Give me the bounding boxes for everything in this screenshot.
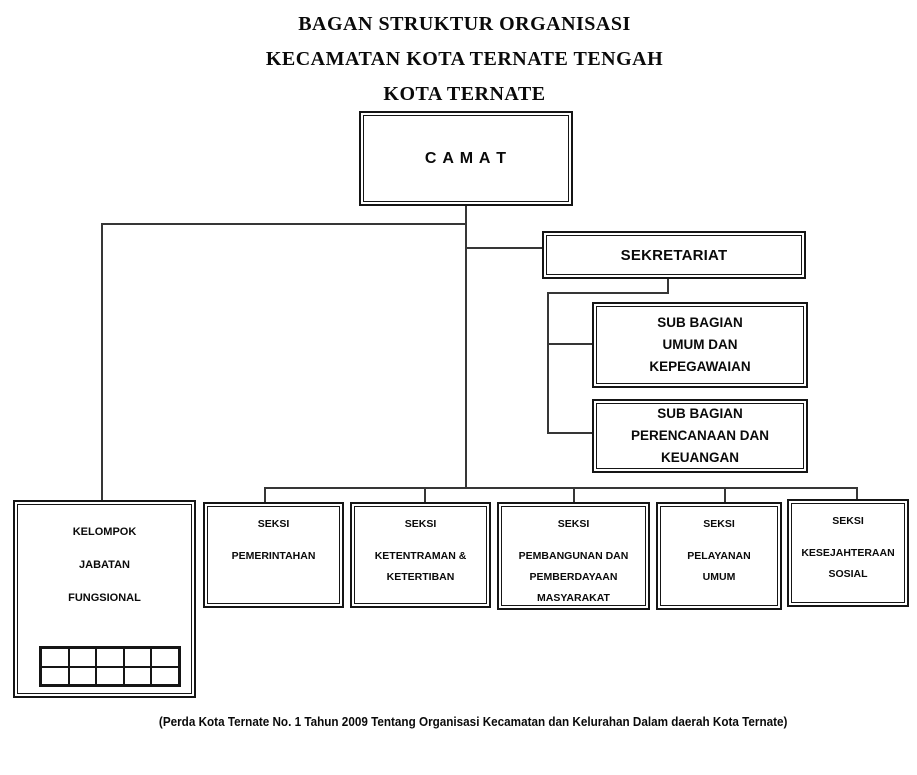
- fungsional-grid: [39, 646, 181, 687]
- node-seksi-pembangunan: SEKSI PEMBANGUNAN DAN PEMBERDAYAAN MASYA…: [497, 502, 650, 610]
- title-line-3: KOTA TERNATE: [383, 83, 546, 105]
- text-line: UMUM: [702, 571, 736, 583]
- grid-cell: [151, 666, 179, 685]
- text-line: PEMERINTAHAN: [231, 550, 316, 562]
- grid-cell: [41, 666, 69, 685]
- node-sub-bagian-umum: SUB BAGIAN UMUM DAN KEPEGAWAIAN: [592, 302, 808, 388]
- node-seksi-ketentraman-text: SEKSI KETENTRAMAN & KETERTIBAN: [354, 506, 487, 604]
- grid-cell: [96, 666, 124, 685]
- connector-seksi5-stub: [856, 487, 858, 500]
- grid-cell: [41, 648, 69, 667]
- node-seksi-ketentraman: SEKSI KETENTRAMAN & KETERTIBAN: [350, 502, 491, 608]
- grid-cell: [123, 648, 152, 667]
- text-line: SEKSI: [557, 518, 590, 530]
- node-sub-bagian-perencanaan: SUB BAGIAN PERENCANAAN DAN KEUANGAN: [592, 399, 808, 473]
- text-line: SEKSI: [832, 515, 864, 527]
- node-seksi-kesejahteraan-sosial: SEKSI KESEJAHTERAAN SOSIAL: [787, 499, 909, 607]
- connector-seksi2-stub: [424, 487, 426, 503]
- grid-cell: [68, 648, 97, 667]
- text-line: FUNGSIONAL: [68, 592, 141, 604]
- grid-cell: [123, 666, 152, 685]
- node-sekretariat: SEKRETARIAT: [542, 231, 806, 279]
- text-line: SEKSI: [257, 518, 290, 530]
- connector-seksi3-stub: [573, 487, 575, 503]
- connector-sekretariat-stub: [667, 279, 669, 294]
- grid-cell: [68, 666, 97, 685]
- text-line: PERENCANAAN DAN: [630, 428, 769, 443]
- text-line: UMUM DAN: [662, 337, 738, 352]
- text-line: MASYARAKAT: [537, 592, 610, 604]
- node-kelompok-jabatan-fungsional: KELOMPOK JABATAN FUNGSIONAL: [13, 500, 196, 698]
- text-line: KETENTRAMAN &: [374, 550, 467, 562]
- node-camat-label: C A M A T: [363, 115, 569, 202]
- connector-bottom-horizontal: [264, 487, 858, 489]
- text-line: PEMBERDAYAAN: [529, 571, 618, 583]
- node-seksi-pelayanan-umum-text: SEKSI PELAYANAN UMUM: [660, 506, 778, 606]
- connector-top-left-horizontal: [101, 223, 467, 225]
- footer-note-text: (Perda Kota Ternate No. 1 Tahun 2009 Ten…: [159, 714, 788, 729]
- text-line: JABATAN: [79, 559, 130, 571]
- chart-title: BAGAN STRUKTUR ORGANISASI KECAMATAN KOTA…: [12, 7, 917, 112]
- connector-sub-spine-vertical: [547, 292, 549, 434]
- node-sub-bagian-perencanaan-text: SUB BAGIAN PERENCANAAN DAN KEUANGAN: [596, 403, 804, 469]
- connector-seksi4-stub: [724, 487, 726, 503]
- node-sekretariat-label: SEKRETARIAT: [546, 235, 802, 275]
- text-line: SUB BAGIAN: [657, 406, 743, 421]
- connector-sub2-branch: [549, 432, 592, 434]
- node-seksi-kesejahteraan-sosial-text: SEKSI KESEJAHTERAAN SOSIAL: [791, 503, 905, 603]
- title-line-2: KECAMATAN KOTA TERNATE TENGAH: [265, 48, 664, 70]
- node-seksi-pemerintahan: SEKSI PEMERINTAHAN: [203, 502, 344, 608]
- connector-camat-vertical: [465, 205, 467, 489]
- text-line: SUB BAGIAN: [657, 315, 743, 330]
- text-line: KELOMPOK: [72, 526, 137, 538]
- text-line: KEPEGAWAIAN: [649, 359, 751, 374]
- text-line: KESEJAHTERAAN: [801, 547, 895, 559]
- node-kelompok-text: KELOMPOK JABATAN FUNGSIONAL: [17, 504, 192, 694]
- grid-cell: [151, 648, 179, 667]
- text-line: KEUANGAN: [660, 450, 739, 465]
- node-seksi-pemerintahan-text: SEKSI PEMERINTAHAN: [207, 506, 340, 604]
- node-seksi-pembangunan-text: SEKSI PEMBANGUNAN DAN PEMBERDAYAAN MASYA…: [501, 506, 646, 606]
- node-camat: C A M A T: [359, 111, 573, 206]
- connector-seksi1-stub: [264, 487, 266, 503]
- title-line-1: BAGAN STRUKTUR ORGANISASI: [298, 13, 631, 35]
- grid-cell: [96, 648, 124, 667]
- text-line: SOSIAL: [828, 568, 868, 580]
- text-line: SEKSI: [703, 518, 735, 530]
- connector-kelompok-vertical: [101, 223, 103, 502]
- text-line: KETERTIBAN: [386, 571, 455, 583]
- connector-sub1-branch: [549, 343, 592, 345]
- text-line: SEKSI: [404, 518, 437, 530]
- footer-note: (Perda Kota Ternate No. 1 Tahun 2009 Ten…: [30, 714, 917, 729]
- connector-sub-top-horizontal: [547, 292, 669, 294]
- connector-sekretariat-horizontal: [467, 247, 542, 249]
- node-seksi-pelayanan-umum: SEKSI PELAYANAN UMUM: [656, 502, 782, 610]
- text-line: PELAYANAN: [687, 550, 751, 562]
- text-line: PEMBANGUNAN DAN: [518, 550, 629, 562]
- node-sub-bagian-umum-text: SUB BAGIAN UMUM DAN KEPEGAWAIAN: [596, 306, 804, 384]
